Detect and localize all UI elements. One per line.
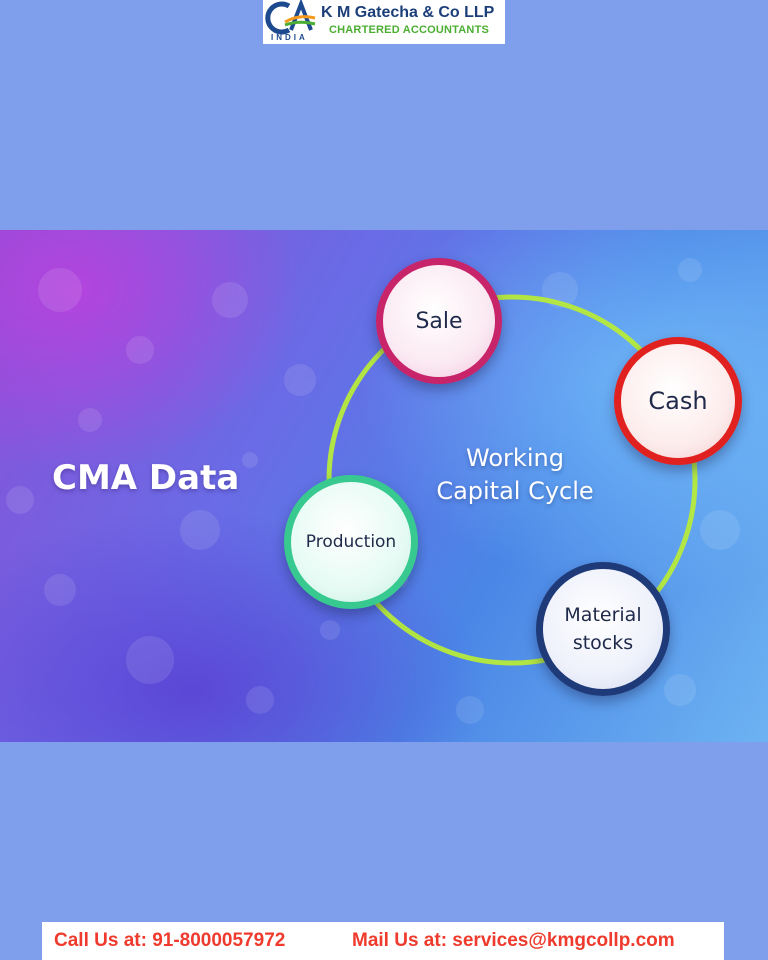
ca-india-logo-icon xyxy=(265,0,316,35)
cycle-node-production: Production xyxy=(284,475,418,609)
cycle-label-line1: Working xyxy=(466,444,564,472)
cycle-center-label: Working Capital Cycle xyxy=(420,442,610,508)
contact-bar: Call Us at: 91-8000057972 Mail Us at: se… xyxy=(42,922,724,960)
mail-us-text: Mail Us at: services@kmgcollp.com xyxy=(352,930,675,951)
cycle-node-sale: Sale xyxy=(376,258,502,384)
call-us-text: Call Us at: 91-8000057972 xyxy=(54,930,286,951)
cycle-node-cash: Cash xyxy=(614,337,742,465)
firm-tagline: CHARTERED ACCOUNTANTS xyxy=(329,24,490,36)
cycle-node-label: Sale xyxy=(415,308,463,334)
cycle-node-material-stocks: Material stocks xyxy=(536,562,670,696)
banner-decoration xyxy=(6,258,740,724)
cycle-node-label: Material xyxy=(564,604,642,626)
cycle-label-line2: Capital Cycle xyxy=(436,477,594,505)
cycle-node-label-line2: stocks xyxy=(572,632,634,654)
cycle-node-label: Cash xyxy=(648,387,708,415)
firm-name: K M Gatecha & Co LLP xyxy=(321,4,495,21)
logo-sub-text: INDIA xyxy=(271,33,308,42)
cma-banner: CMA Data Working Capital Cycle Sale Cash… xyxy=(0,230,768,742)
cycle-node-label: Production xyxy=(305,532,397,552)
banner-title: CMA Data xyxy=(52,458,240,498)
firm-logo: INDIA K M Gatecha & Co LLP CHARTERED ACC… xyxy=(263,0,505,44)
